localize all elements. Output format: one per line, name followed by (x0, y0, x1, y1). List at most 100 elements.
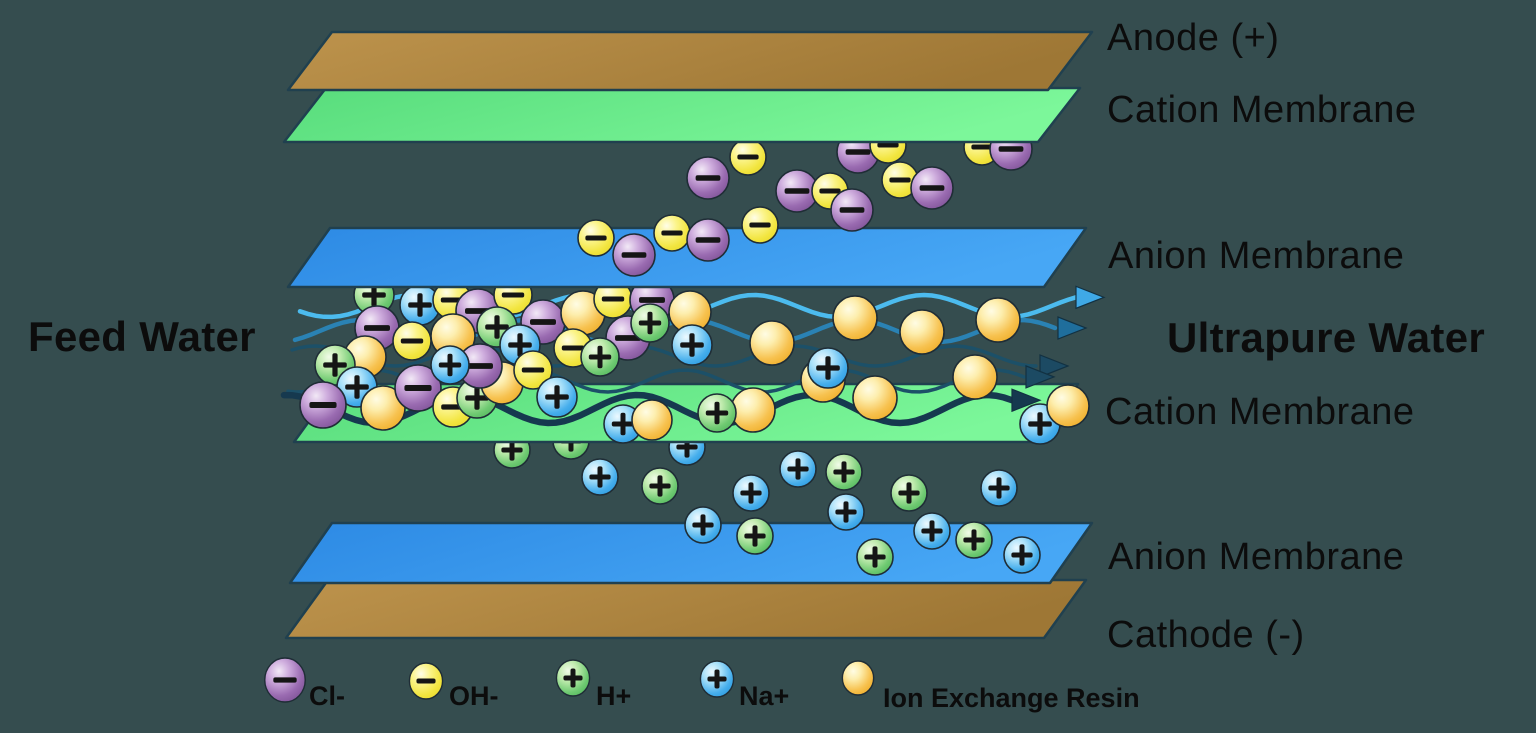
ion-exchange-resin-bead (1046, 384, 1090, 428)
ion-sign (752, 525, 758, 547)
ion-sign (371, 283, 377, 307)
flow-line-5 (280, 391, 1016, 427)
hydroxide-ion (729, 138, 767, 176)
sodium-ion (913, 512, 951, 550)
sodium-ion (779, 450, 817, 488)
ion-sign (517, 333, 523, 357)
ion-sign (714, 669, 720, 689)
hydrogen-ion (825, 453, 863, 491)
ion-sign (841, 461, 847, 483)
flow-line-3 (290, 344, 1038, 368)
anion-membrane-low-label: Anion Membrane (1108, 536, 1405, 578)
legend-item-h: H+ (555, 659, 631, 711)
hydrogen-ion (890, 474, 928, 512)
hydrogen-ion (697, 393, 737, 433)
ion-sign (639, 297, 665, 303)
ion-sign (494, 315, 500, 339)
ion-sign (309, 402, 337, 408)
ion-sign (467, 363, 493, 369)
hydrogen-ion (856, 538, 894, 576)
ion-exchange-resin-bead (841, 660, 875, 696)
anode-label: Anode (+) (1107, 17, 1280, 59)
layer-cation-top (282, 86, 1082, 144)
sodium-ion (1003, 536, 1041, 574)
chloride-ion (299, 381, 347, 429)
hydrogen-ion (580, 337, 620, 377)
cation-membrane-mid-label: Cation Membrane (1105, 391, 1415, 433)
legend-label-na: Na+ (739, 681, 789, 711)
ion-sign (825, 356, 831, 380)
sodium-ion (732, 474, 770, 512)
chloride-ion (910, 166, 954, 210)
legend-item-na: Na+ (699, 660, 789, 711)
ion-sign (647, 311, 653, 335)
ion-sign (845, 149, 871, 155)
layer-cathode (284, 578, 1088, 640)
ion-sign (700, 514, 706, 536)
ion-sign (996, 477, 1002, 499)
ion-sign (621, 252, 647, 258)
ion-sign (585, 235, 607, 241)
ion-sign (597, 345, 603, 369)
ultrapure-water-label: Ultrapure Water (1167, 314, 1486, 361)
ion-exchange-resin-bead (832, 295, 878, 341)
chloride-ion (686, 156, 730, 200)
ion-sign (273, 677, 297, 683)
chloride-ion (457, 343, 503, 389)
flow-arrow-icon (1011, 388, 1042, 413)
ion-sign (354, 375, 360, 399)
hydrogen-ion (955, 521, 993, 559)
ion-exchange-resin-bead (360, 385, 406, 431)
ion-exchange-resin-bead (899, 309, 945, 355)
ion-sign (474, 386, 480, 410)
flow-arrow-icon (1075, 285, 1106, 310)
ion-sign (695, 237, 721, 243)
ion-sign (657, 475, 663, 497)
ion-sign (737, 154, 759, 160)
sodium-ion (671, 324, 713, 366)
legend-item-oh: OH- (408, 662, 499, 711)
flow-arrow-icon (1025, 365, 1056, 389)
legend-label-h: H+ (596, 681, 631, 711)
chloride-ion (686, 218, 730, 262)
ion-sign (530, 319, 556, 325)
ion-exchange-resin-bead (730, 387, 776, 433)
legend-label-resin: Ion Exchange Resin (883, 683, 1140, 713)
ion-sign (877, 142, 899, 148)
sodium-ion (980, 469, 1018, 507)
ion-sign (509, 439, 515, 461)
hydroxide-ion (392, 321, 432, 361)
ion-sign (332, 353, 338, 377)
ion-exchange-resin-bead (852, 375, 898, 421)
ion-sign (889, 177, 911, 183)
chloride-ion (830, 188, 874, 232)
chloride-ion (394, 364, 442, 412)
ion-sign (695, 175, 721, 181)
sodium-ion (430, 345, 470, 385)
ion-sign (1037, 412, 1043, 436)
anion-membrane-mid-label: Anion Membrane (1108, 235, 1405, 277)
ion-sign (615, 335, 641, 341)
chloride-ion (612, 233, 656, 277)
hydroxide-ion (741, 206, 779, 244)
sodium-ion (581, 458, 619, 496)
sodium-ion (807, 347, 849, 389)
sodium-ion (536, 376, 578, 418)
ion-sign (784, 188, 810, 194)
ion-sign (929, 520, 935, 542)
ion-sign (819, 188, 841, 194)
sodium-ion (827, 493, 865, 531)
ion-sign (872, 546, 878, 568)
hydroxide-ion (881, 161, 919, 199)
ion-sign (689, 333, 695, 357)
ion-sign (839, 207, 865, 213)
cation-membrane-top-label: Cation Membrane (1107, 89, 1417, 131)
layer-anion-mid (286, 226, 1088, 289)
ion-sign (554, 385, 560, 409)
sodium-ion (684, 506, 722, 544)
ion-sign (998, 146, 1024, 152)
layer-anode (286, 30, 1094, 92)
ion-sign (906, 482, 912, 504)
hydrogen-ion (630, 303, 670, 343)
